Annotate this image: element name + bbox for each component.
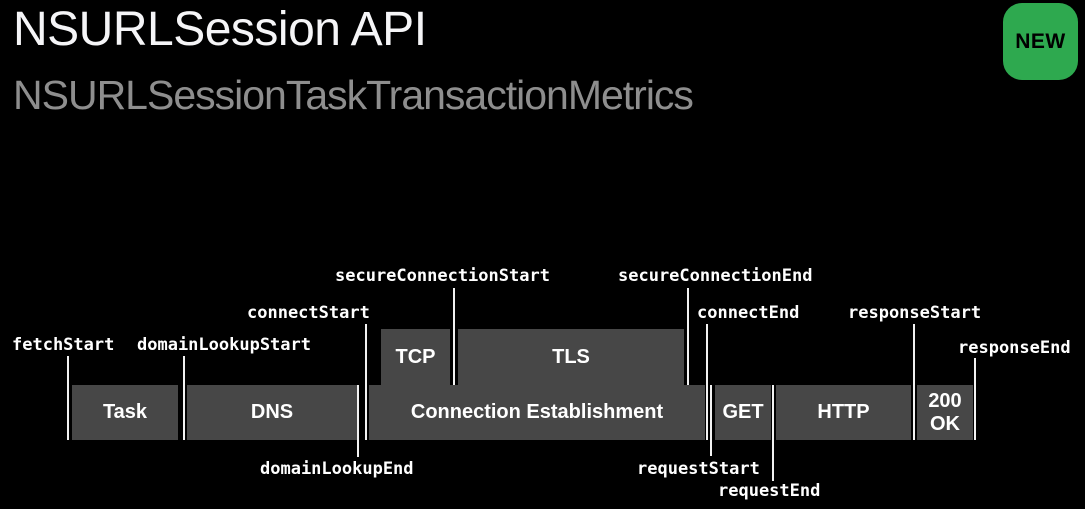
status-text-line: OK xyxy=(930,412,960,435)
event-label-secure-connection-end: secureConnectionEnd xyxy=(618,266,813,286)
phase-bar-connection-establishment: Connection Establishment xyxy=(369,385,705,440)
tick-domain-lookup-start xyxy=(183,356,185,440)
event-label-connect-end: connectEnd xyxy=(697,303,800,323)
tick-response-start xyxy=(913,324,915,440)
event-label-domain-lookup-end: domainLookupEnd xyxy=(260,459,414,479)
tick-connect-start xyxy=(365,324,367,440)
tick-response-end xyxy=(974,358,976,440)
event-label-domain-lookup-start: domainLookupStart xyxy=(137,335,311,355)
event-label-response-start: responseStart xyxy=(848,303,982,323)
tick-connect-end xyxy=(706,324,708,440)
phase-bar-tls: TLS xyxy=(458,329,684,385)
tick-secure-connection-start xyxy=(453,288,455,385)
tick-domain-lookup-end xyxy=(357,385,359,457)
event-label-secure-connection-start: secureConnectionStart xyxy=(335,266,550,286)
phase-bar-task: Task xyxy=(72,385,178,440)
phase-bar-dns: DNS xyxy=(187,385,357,440)
event-label-fetch-start: fetchStart xyxy=(12,335,115,355)
tick-request-start xyxy=(710,385,712,456)
phase-bar-200-ok: 200 OK xyxy=(917,385,973,440)
event-label-connect-start: connectStart xyxy=(247,303,370,323)
event-label-request-end: requestEnd xyxy=(718,481,821,501)
phase-bar-tcp: TCP xyxy=(381,329,450,385)
status-code-line: 200 xyxy=(928,389,962,412)
page-title: NSURLSession API xyxy=(13,3,427,56)
phase-bar-http: HTTP xyxy=(776,385,911,440)
new-badge: NEW xyxy=(1003,3,1078,80)
tick-request-end xyxy=(772,385,774,481)
event-label-response-end: responseEnd xyxy=(958,338,1071,358)
tick-fetch-start xyxy=(67,356,69,440)
page-subtitle: NSURLSessionTaskTransactionMetrics xyxy=(13,72,694,118)
event-label-request-start: requestStart xyxy=(637,459,760,479)
tick-secure-connection-end xyxy=(687,288,689,385)
phase-bar-get: GET xyxy=(715,385,771,440)
